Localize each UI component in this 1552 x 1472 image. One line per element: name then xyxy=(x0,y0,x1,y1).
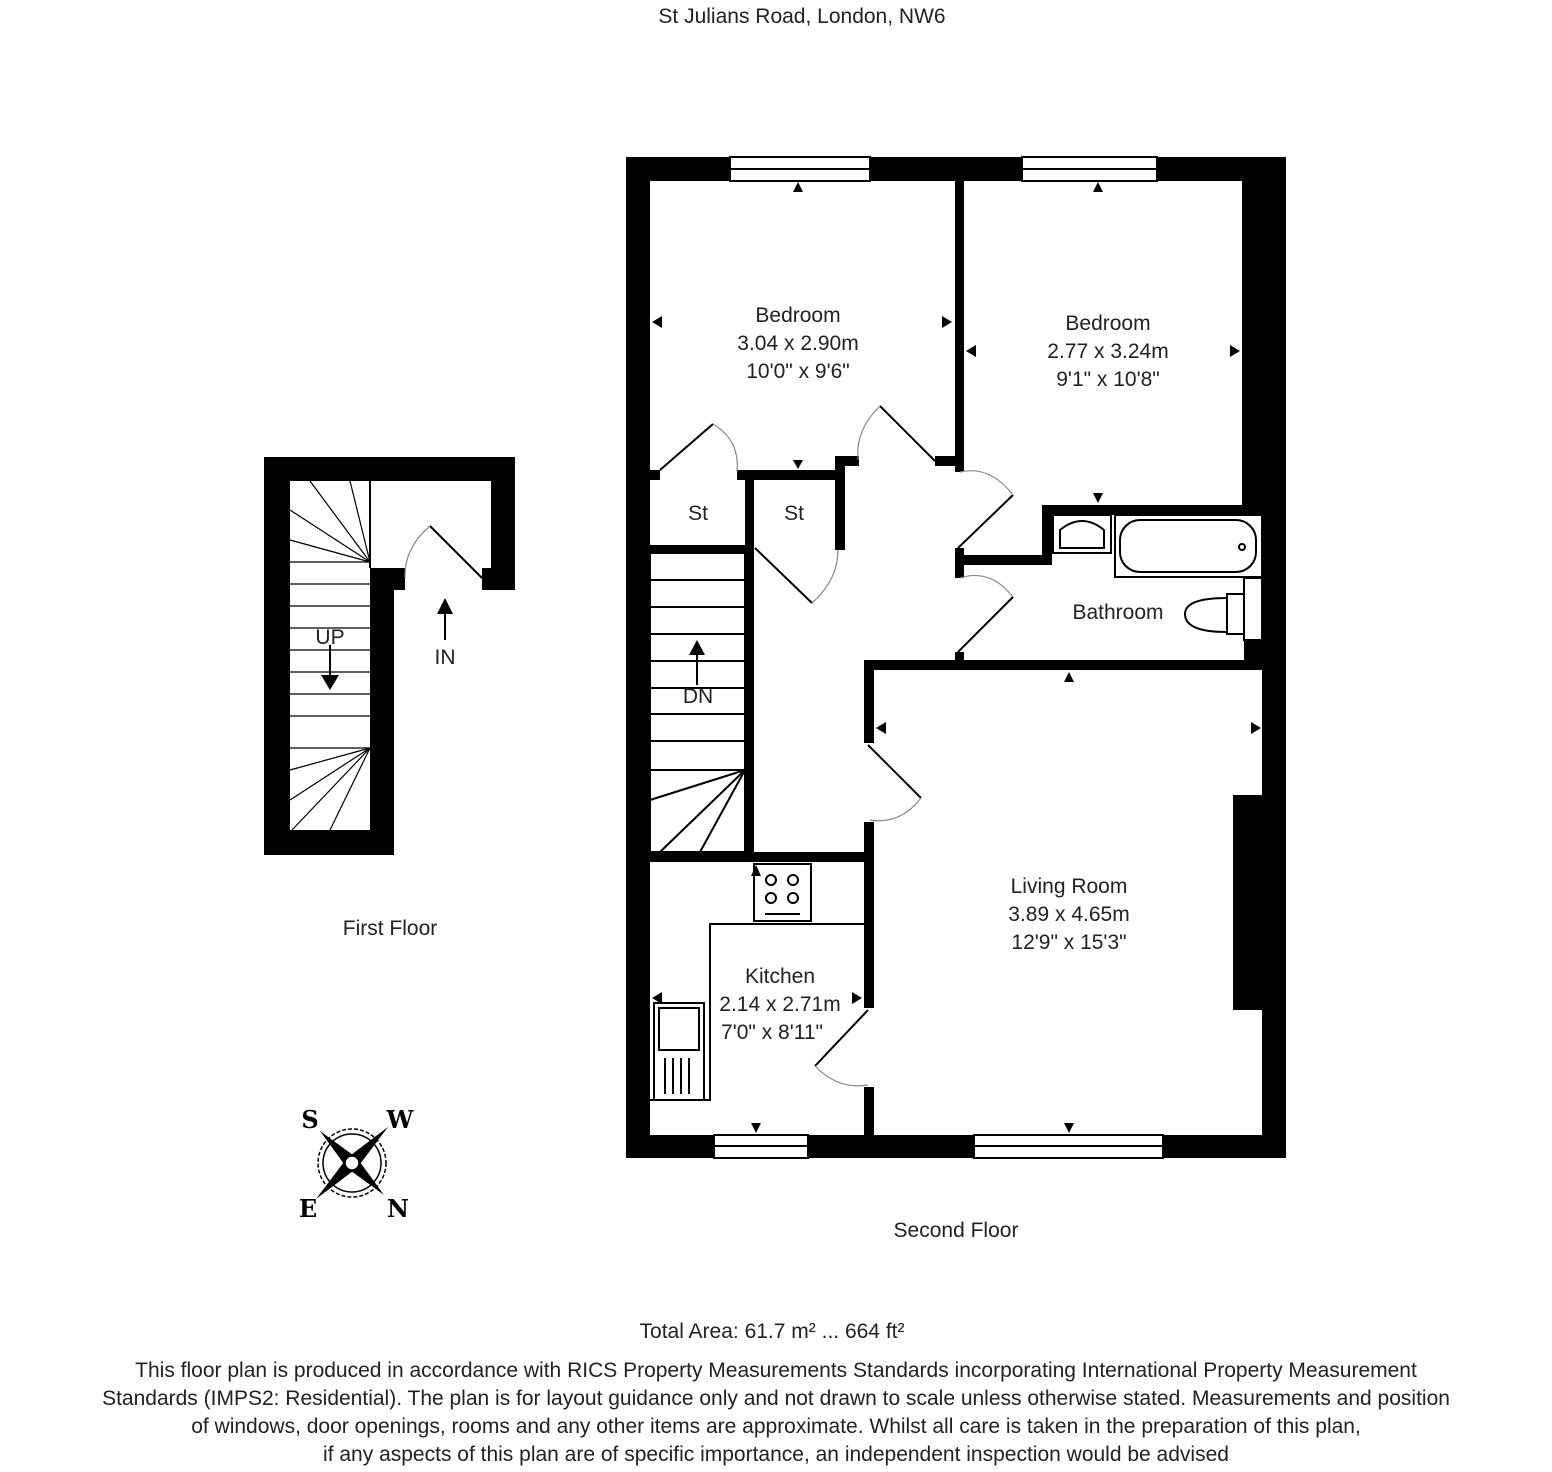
bedroom-2-metric: 2.77 x 3.24m xyxy=(1047,340,1168,363)
living-room-imperial: 12'9" x 15'3" xyxy=(1011,931,1126,954)
staircase-down xyxy=(649,552,746,853)
arrow-up-icon xyxy=(689,640,705,655)
arrow-down-icon xyxy=(321,675,339,690)
bath xyxy=(1114,514,1263,578)
compass-e: E xyxy=(299,1194,317,1223)
kitchen-imperial: 7'0" x 8'11" xyxy=(721,1021,823,1044)
staircase-up xyxy=(289,480,371,831)
bedroom-2-imperial: 9'1" x 10'8" xyxy=(1056,368,1160,391)
bedroom-1-imperial: 10'0" x 9'6" xyxy=(746,360,850,383)
bathroom-label: Bathroom xyxy=(1072,601,1163,624)
disclaimer-line: Standards (IMPS2: Residential). The plan… xyxy=(102,1387,1450,1410)
sink xyxy=(653,1002,705,1101)
toilet xyxy=(1183,577,1263,641)
disclaimer-line: if any aspects of this plan are of speci… xyxy=(323,1443,1229,1466)
second-floor-plan: Bedroom 3.04 x 2.90m 10'0" x 9'6" Bedroo… xyxy=(626,156,1286,1242)
compass-w: W xyxy=(386,1105,415,1134)
bedroom-2-name: Bedroom xyxy=(1065,312,1150,335)
disclaimer-line: of windows, door openings, rooms and any… xyxy=(191,1415,1361,1438)
total-area: Total Area: 61.7 m² ... 664 ft² xyxy=(640,1320,905,1343)
store-1-label: St xyxy=(688,502,708,525)
disclaimer: This floor plan is produced in accordanc… xyxy=(0,1357,1552,1469)
first-floor-label: First Floor xyxy=(343,917,438,940)
fireplace xyxy=(1233,795,1262,1010)
plan-title: St Julians Road, London, NW6 xyxy=(658,5,945,28)
bedroom-1-metric: 3.04 x 2.90m xyxy=(737,332,858,355)
compass-icon: S W E N xyxy=(299,1105,415,1223)
entrance-label: IN xyxy=(435,646,456,669)
measurement-markers xyxy=(652,182,1261,1133)
stairs-down-label: DN xyxy=(683,685,713,708)
door xyxy=(659,405,1014,1087)
bedroom-1-name: Bedroom xyxy=(755,304,840,327)
stairs-up-label: UP xyxy=(315,626,344,649)
first-floor-plan: UP IN First Floor xyxy=(264,457,515,940)
second-floor-label: Second Floor xyxy=(894,1219,1019,1242)
window xyxy=(713,156,1164,1159)
hob xyxy=(753,863,812,922)
door xyxy=(429,525,483,579)
basin xyxy=(1052,514,1112,554)
living-room-name: Living Room xyxy=(1011,875,1128,898)
arrow-up-icon xyxy=(437,598,453,614)
store-2-label: St xyxy=(784,502,804,525)
compass-n: N xyxy=(387,1194,409,1223)
disclaimer-line: This floor plan is produced in accordanc… xyxy=(135,1359,1417,1382)
kitchen-name: Kitchen xyxy=(745,965,815,988)
compass-s: S xyxy=(301,1105,318,1134)
kitchen-metric: 2.14 x 2.71m xyxy=(719,993,840,1016)
living-room-metric: 3.89 x 4.65m xyxy=(1008,903,1129,926)
